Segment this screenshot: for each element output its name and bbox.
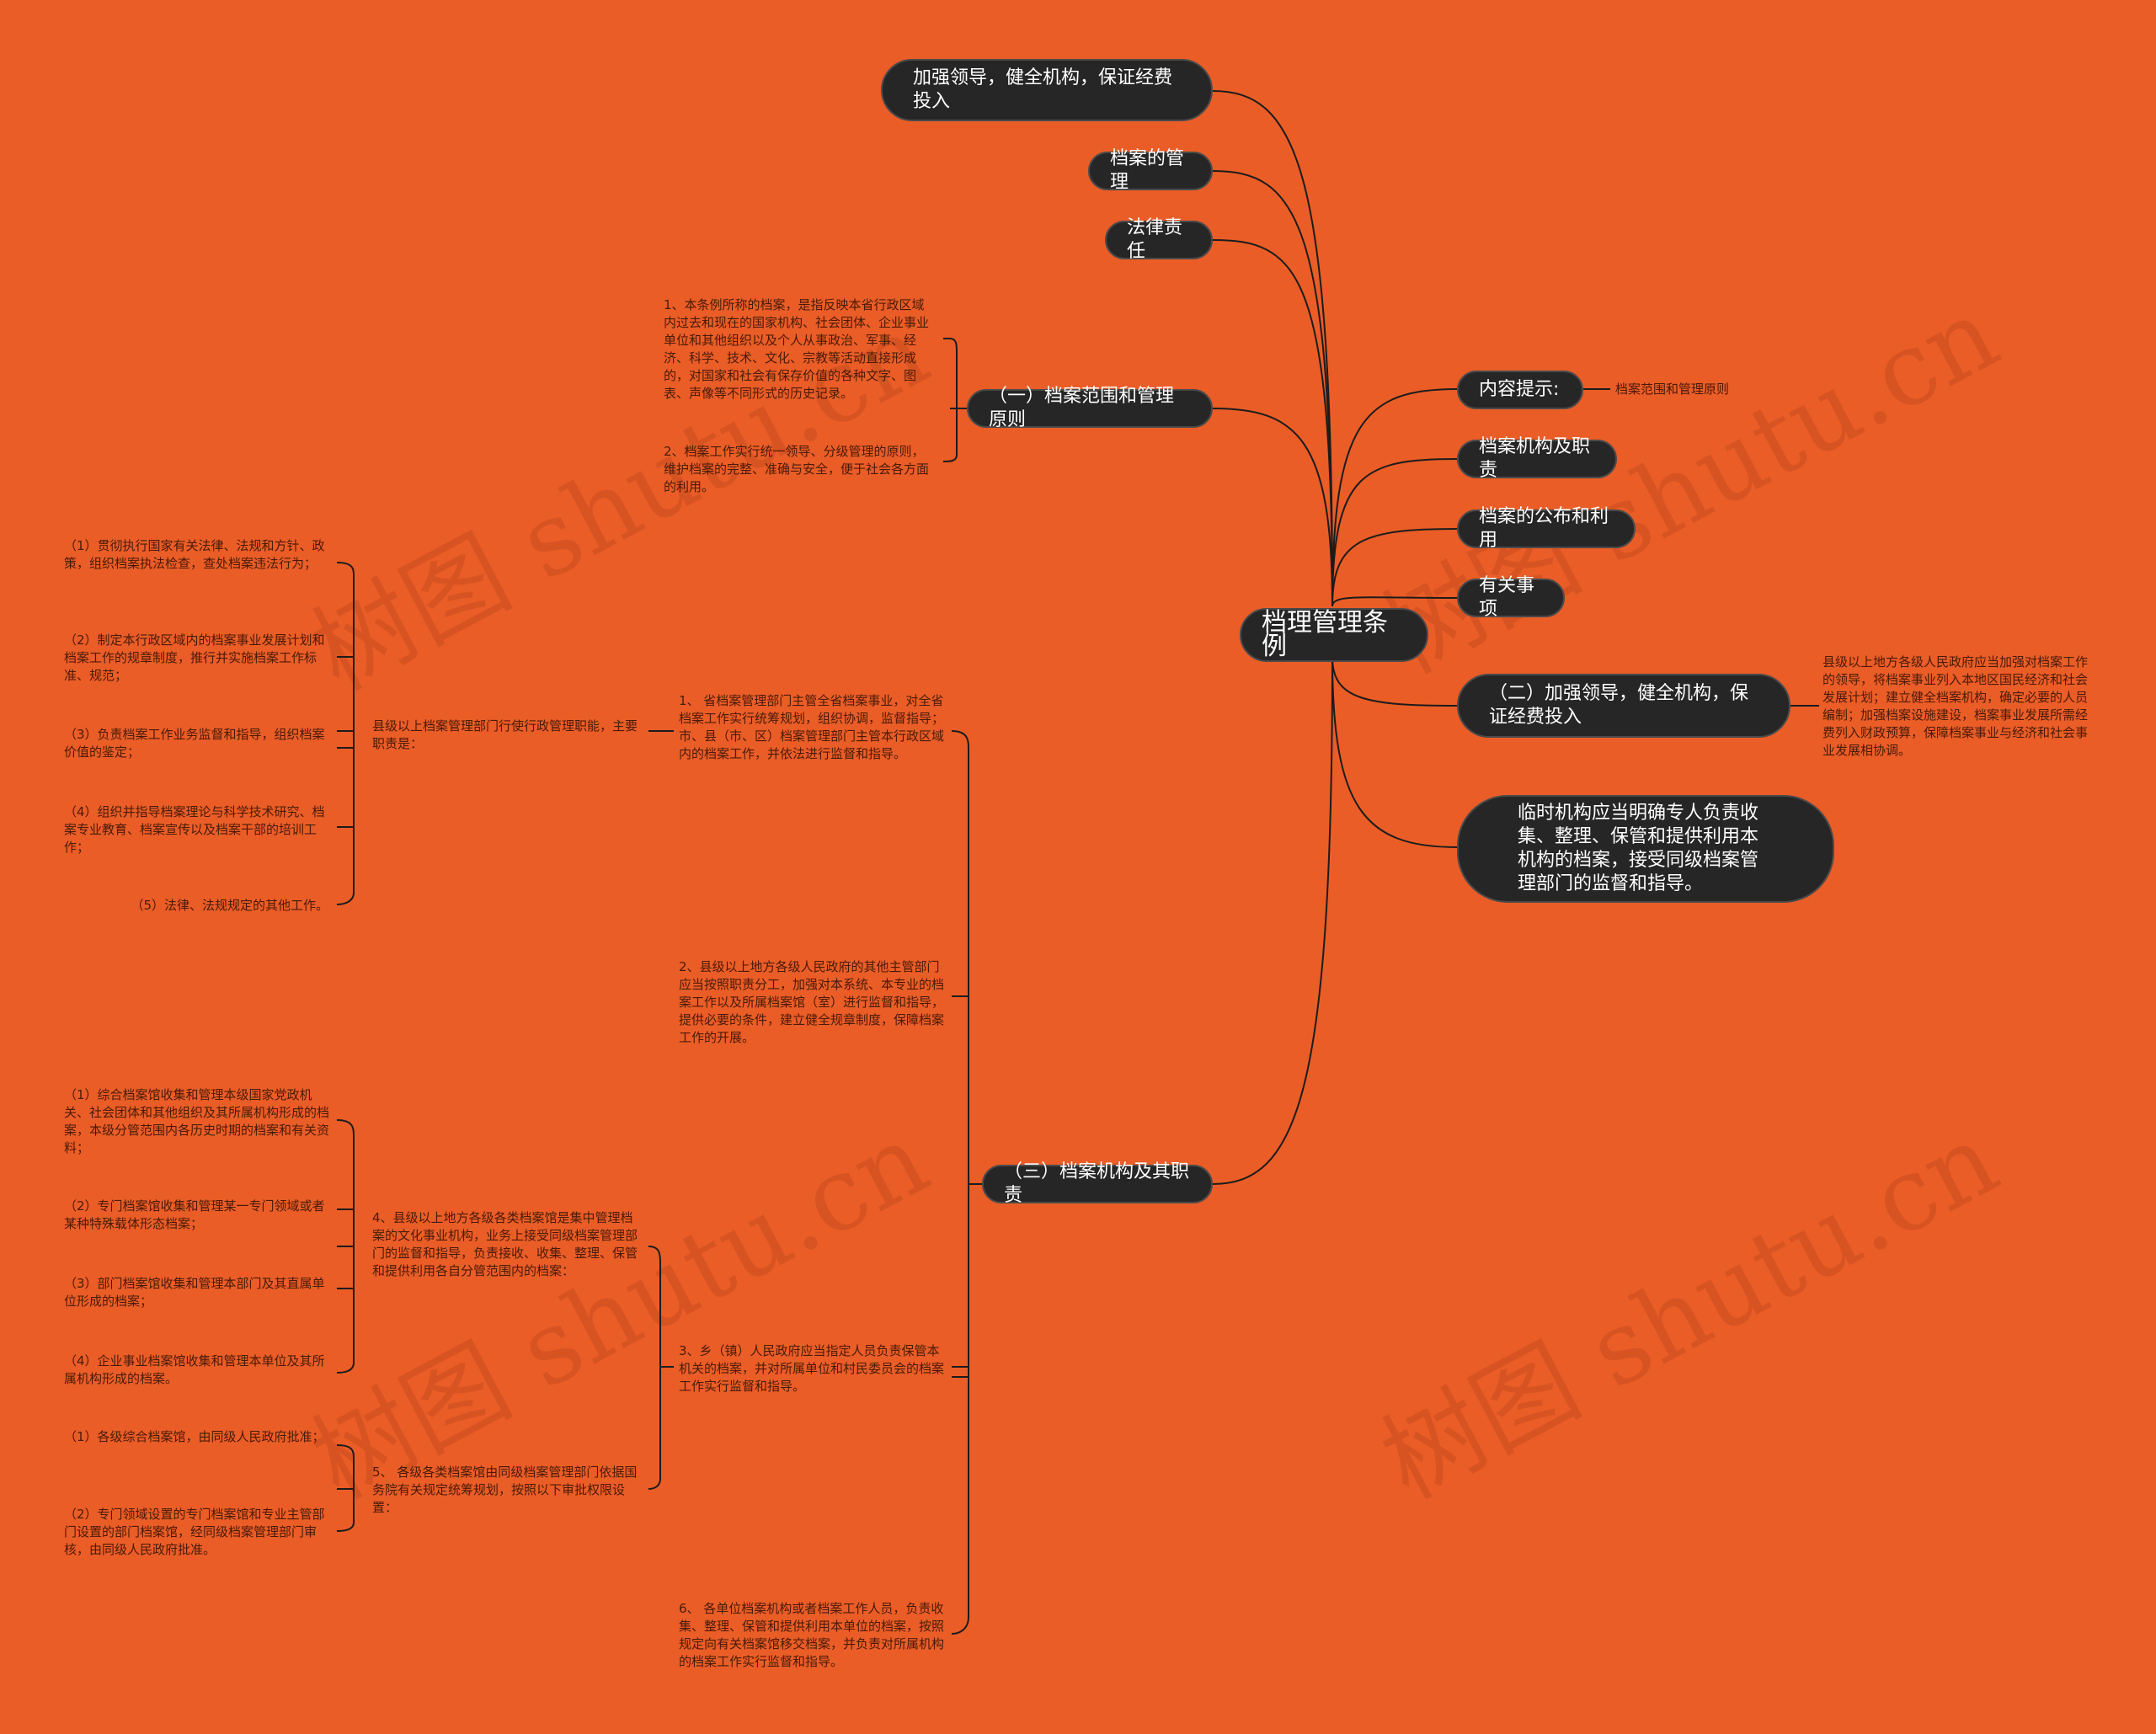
duty-item-5: 5、 各级各类档案馆由同级档案管理部门依据国务院有关规定统筹规划，按照以下审批权… [372,1465,638,1515]
county-item-2: （2）制定本行政区域内的档案事业发展计划和档案工作的规章制度，推行并实施档案工作… [64,632,325,683]
duty-item-3: 3、乡（镇）人民政府应当指定人员负责保管本机关的档案，并对所属单位和村民委员会的… [679,1343,945,1394]
node-tips-value: 档案范围和管理原则 [1615,381,1730,397]
node-publish[interactable]: 档案的公布和利用 [1457,506,1636,551]
d4-item-3: （3）部门档案馆收集和管理本部门及其直属单位形成的档案； [64,1276,325,1309]
node-leadership[interactable]: （二）加强领导，健全机构，保证经费投入 [1457,674,1790,738]
county-item-5: （5）法律、法规规定的其他工作。 [131,898,328,913]
node-legal[interactable]: 法律责任 [1105,217,1213,262]
root-node[interactable]: 档理管理条例 [1240,608,1428,662]
county-item-4: （4）组织并指导档案理论与科学技术研究、档案专业教育、档案宣传以及档案干部的培训… [64,804,325,855]
d4-item-1: （1）综合档案馆收集和管理本级国家党政机关、社会团体和其他组织及其所属机构形成的… [64,1087,330,1155]
node-temp[interactable]: 临时机构应当明确专人负责收集、整理、保管和提供利用本机构的档案，接受同级档案管理… [1457,795,1834,903]
duty-item-2: 2、县级以上地方各级人民政府的其他主管部门应当按照职责分工，加强对本系统、本专业… [679,959,945,1045]
node-invest[interactable]: 加强领导，健全机构，保证经费投入 [881,59,1213,121]
county-duties: 县级以上档案管理部门行使行政管理职能，主要职责是： [372,718,638,751]
county-item-3: （3）负责档案工作业务监督和指导，组织档案价值的鉴定； [64,727,325,760]
node-org[interactable]: 档案机构及职责 [1457,436,1617,481]
scope-item-2: 2、档案工作实行统一领导、分级管理的原则，维护档案的完整、准确与安全，便于社会各… [664,444,930,494]
county-item-1: （1）贯彻执行国家有关法律、法规和方针、政策，组织档案执法检查，查处档案违法行为… [64,538,325,571]
duty-item-4: 4、县级以上地方各级各类档案馆是集中管理档案的文化事业机构，业务上接受同级档案管… [372,1210,638,1278]
d4-item-2: （2）专门档案馆收集和管理某一专门领域或者某种特殊载体形态档案； [64,1198,325,1231]
d4-item-4: （4）企业事业档案馆收集和管理本单位及其所属机构形成的档案。 [64,1353,325,1386]
leadership-text: 县级以上地方各级人民政府应当加强对档案工作的领导，将档案事业列入本地区国民经济和… [1822,654,2089,758]
node-duty[interactable]: （三）档案机构及其职责 [982,1161,1213,1206]
node-mgmt[interactable]: 档案的管理 [1088,148,1213,193]
duty-item-1: 1、 省档案管理部门主管全省档案事业，对全省档案工作实行统筹规划，组织协调，监督… [679,693,945,761]
d5-item-2: （2）专门领域设置的专门档案馆和专业主管部门设置的部门档案馆，经同级档案管理部门… [64,1507,325,1557]
d5-item-1: （1）各级综合档案馆，由同级人民政府批准； [64,1429,325,1444]
duty-item-6: 6、 各单位档案机构或者档案工作人员，负责收集、整理、保管和提供利用本单位的档案… [679,1601,945,1669]
node-scope[interactable]: （一）档案范围和管理原则 [967,386,1213,430]
node-tips[interactable]: 内容提示: [1457,371,1583,409]
node-matters[interactable]: 有关事项 [1457,575,1565,620]
scope-item-1: 1、本条例所称的档案，是指反映本省行政区域内过去和现在的国家机构、社会团体、企业… [664,297,930,401]
